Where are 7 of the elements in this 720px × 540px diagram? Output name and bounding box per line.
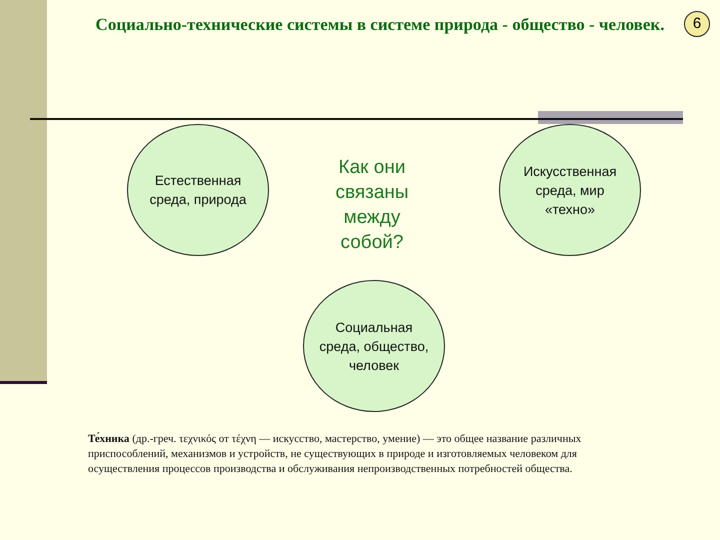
definition-paragraph: Те́хника (др.-греч. τεχνικός от τέχνη — искусство, мастерство, умение) — это общее название различных приспособлений, механизмов и устройств, не существующих в природе и изготовляемых человеком для осуществления процессов производства и обслуживания непроизводственных потребностей общества. xyxy=(88,432,582,477)
node-text: Искусственная среда, мир «техно» xyxy=(522,162,618,218)
title: Социально-технические системы в системе природа - общество - человек. xyxy=(95,14,665,36)
node-text: Социальная среда, общество, человек xyxy=(318,318,430,374)
slide-number: 6 xyxy=(684,11,710,37)
question-text: Как они связаны между собой? xyxy=(334,156,410,255)
node-text: Естественная среда, природа xyxy=(148,172,248,209)
